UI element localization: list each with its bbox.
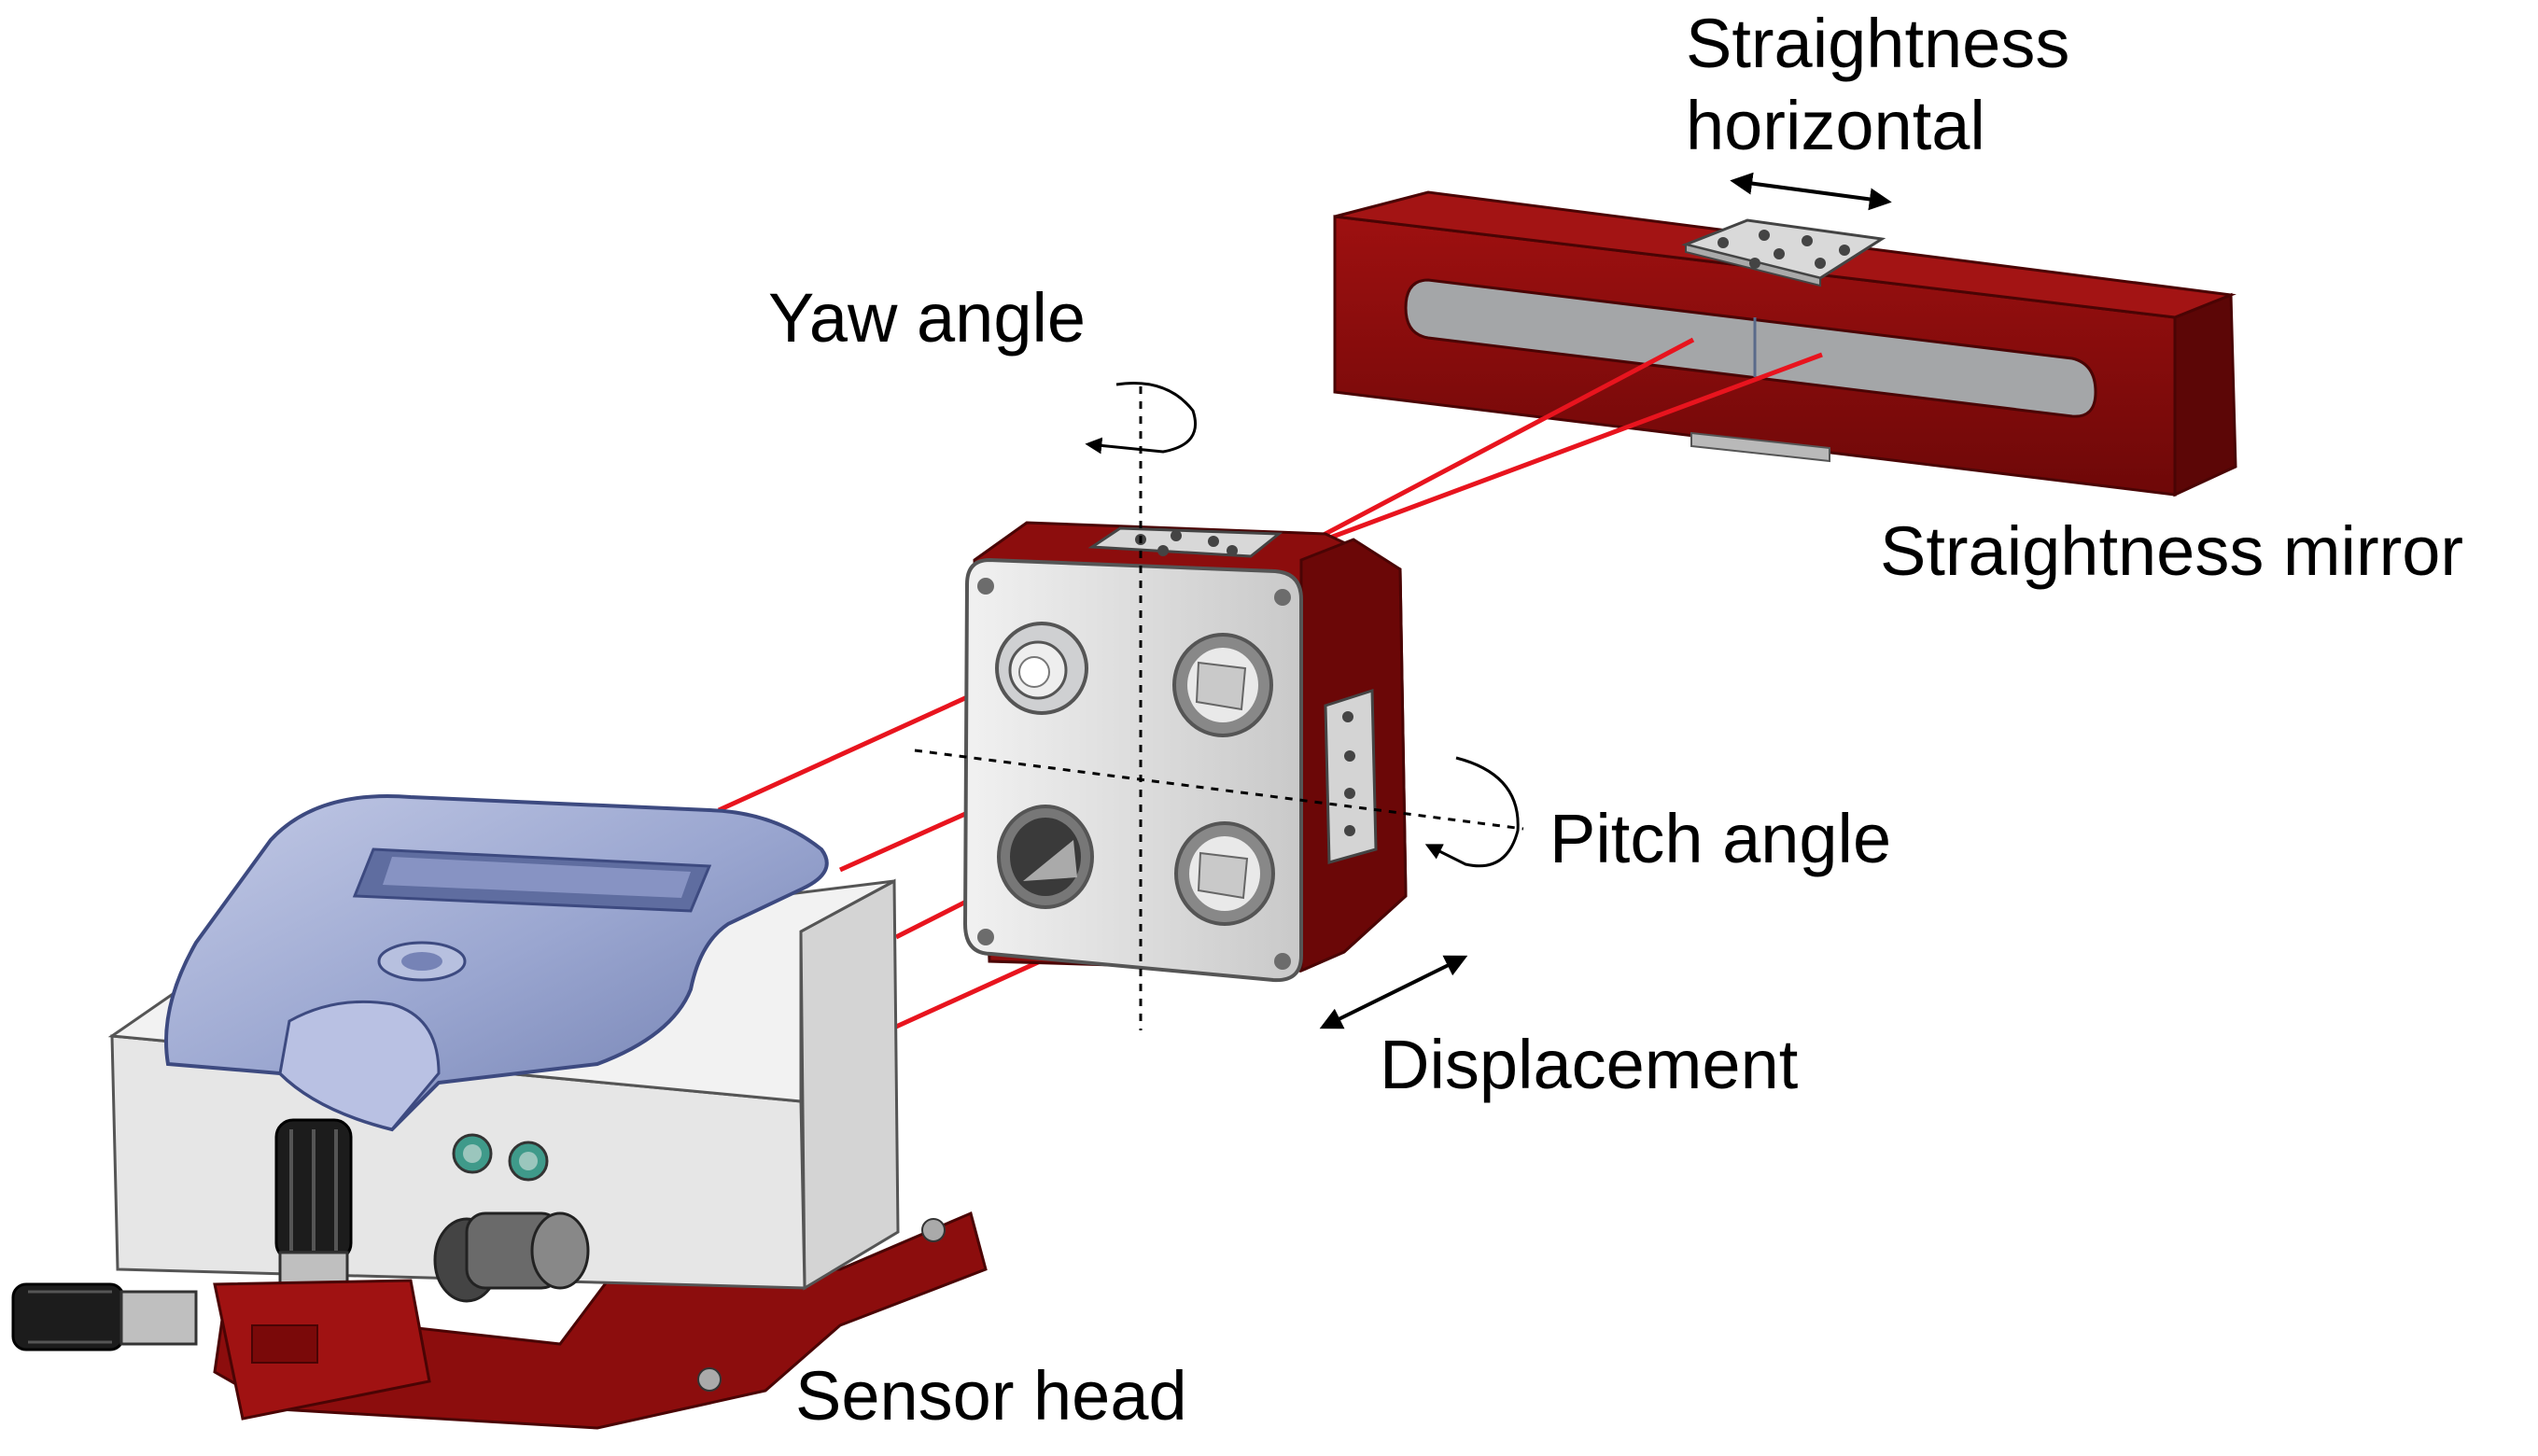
straightness-mirror: [1333, 190, 2237, 497]
pitch-angle-label: Pitch angle: [1549, 800, 1892, 877]
axis-lines: [914, 386, 1524, 1030]
cube-aperture-top-right: [1172, 633, 1273, 737]
sensor-head-label: Sensor head: [795, 1357, 1187, 1435]
sensor-vertical-cable: [274, 1118, 353, 1297]
pitch-axis: [914, 749, 1524, 831]
reflector-cube: [962, 521, 1408, 983]
displacement-arrow-icon: [1319, 955, 1468, 1029]
yaw-rotation-arrow-icon: [1085, 382, 1198, 455]
cube-aperture-bottom-left: [997, 805, 1094, 909]
straightness-horizontal-label-line2: horizontal: [1686, 87, 1985, 164]
sensor-head: [11, 794, 988, 1430]
straightness-horizontal-label-line1: Straightness: [1686, 5, 2070, 82]
straightness-mirror-label: Straightness mirror: [1880, 512, 2464, 590]
displacement-label: Displacement: [1380, 1026, 1799, 1103]
straightness-horizontal-arrow-icon: [1730, 172, 1892, 211]
cube-aperture-top-left: [995, 622, 1088, 715]
sensor-rear-connector: [433, 1211, 590, 1303]
cube-aperture-bottom-right: [1174, 821, 1275, 926]
yaw-angle-label: Yaw angle: [768, 279, 1087, 357]
sensor-horizontal-cable: [11, 1282, 198, 1351]
mirror-top-plate: [1681, 218, 1886, 287]
pitch-rotation-arrow-icon: [1424, 756, 1520, 868]
